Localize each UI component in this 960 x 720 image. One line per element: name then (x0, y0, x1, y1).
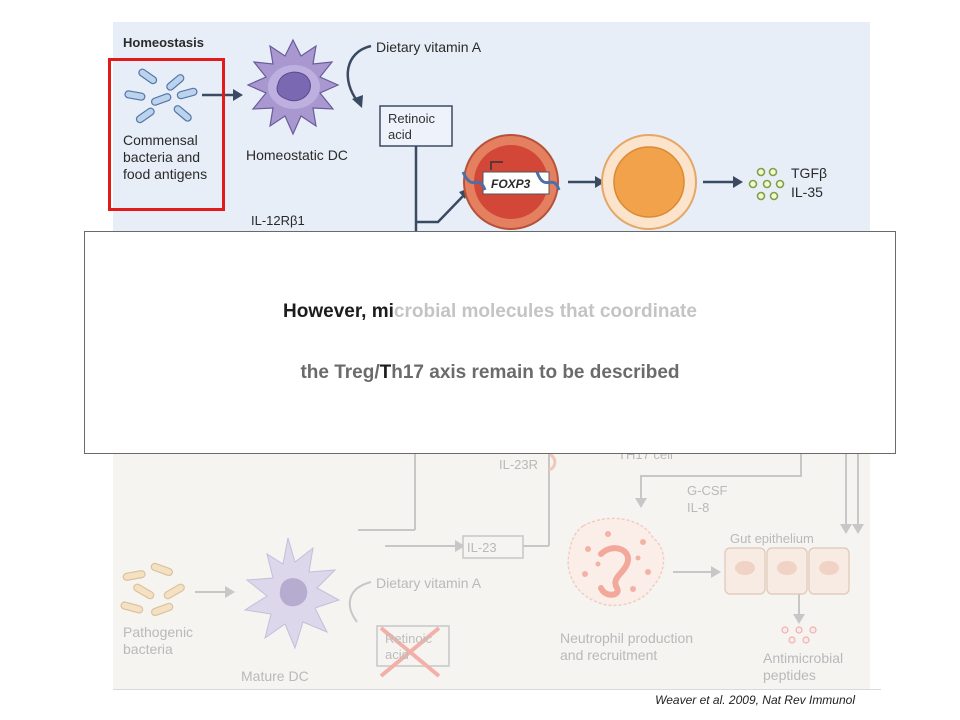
pathogenic-diagram (120, 454, 864, 678)
citation: Weaver et al. 2009, Nat Rev Immunol (655, 693, 855, 707)
homeostasis-title: Homeostasis (123, 35, 204, 50)
mature-dc-icon (243, 537, 341, 650)
panel-bottom-rule (113, 689, 881, 690)
homeostasis-panel: Homeostasis Commensal bacteria and food … (113, 22, 870, 232)
tgfb-label: TGFβ (791, 165, 828, 181)
foxp3-label: FOXP3 (491, 177, 531, 191)
antimicrobial-peptides-label: Antimicrobial peptides (763, 650, 844, 683)
gut-epithelium-icon (724, 547, 850, 595)
cytokine-dots-icon (748, 167, 785, 201)
homeostatic-dc-icon (246, 38, 340, 136)
treg-cell-icon (601, 134, 697, 230)
il35-label: IL-35 (791, 184, 823, 200)
homeostasis-diagram (124, 38, 785, 232)
overlay-line-1-light: crobial molecules that coordinate (393, 301, 697, 322)
overlay-text-box: However, microbial molecules that coordi… (84, 231, 896, 454)
retinoic-acid-label-bottom: Retinoic acid (385, 631, 432, 662)
pathogenic-bacteria-label: Pathogenic bacteria (123, 624, 194, 657)
antimicrobial-peptides-icon (781, 626, 817, 644)
overlay-line-1: However, microbial molecules that coordi… (85, 301, 895, 323)
foxp3-treg-cell-icon (461, 134, 561, 230)
dietary-vitamin-a-label: Dietary vitamin A (376, 39, 482, 55)
highlight-box (108, 58, 225, 211)
pathogenic-panel: IL-23R TH17 cell G-CSF IL-8 IL-23 Gut ep… (113, 447, 870, 690)
overlay-line-1-dark: However, mi (283, 301, 394, 322)
overlay-line-2: the Treg/Th17 axis remain to be describe… (85, 362, 895, 384)
gut-epithelium-label: Gut epithelium (730, 531, 814, 546)
commensal-bacteria-icon (124, 68, 198, 124)
neutrophil-icon (567, 517, 665, 607)
pathogenic-bacteria-icon (120, 562, 185, 617)
il23r-label: IL-23R (499, 457, 539, 472)
retinoic-acid-label: Retinoic acid (388, 111, 435, 142)
mature-dc-label: Mature DC (241, 668, 309, 684)
overlay-line-2-a: the Treg/ (300, 362, 380, 383)
dietary-vitamin-a-label-bottom: Dietary vitamin A (376, 575, 482, 591)
commensal-bacteria-label: Commensal bacteria and food antigens (123, 132, 208, 182)
gcsf-il8-label: G-CSF IL-8 (687, 483, 728, 515)
il12rb1-label: IL-12Rβ1 (251, 213, 305, 228)
homeostatic-dc-label: Homeostatic DC (246, 147, 348, 163)
overlay-line-2-c: h17 axis remain to be described (391, 362, 680, 383)
il23-label: IL-23 (467, 540, 497, 555)
neutrophil-label: Neutrophil production and recruitment (560, 630, 694, 663)
overlay-line-2-b: T (379, 362, 392, 383)
